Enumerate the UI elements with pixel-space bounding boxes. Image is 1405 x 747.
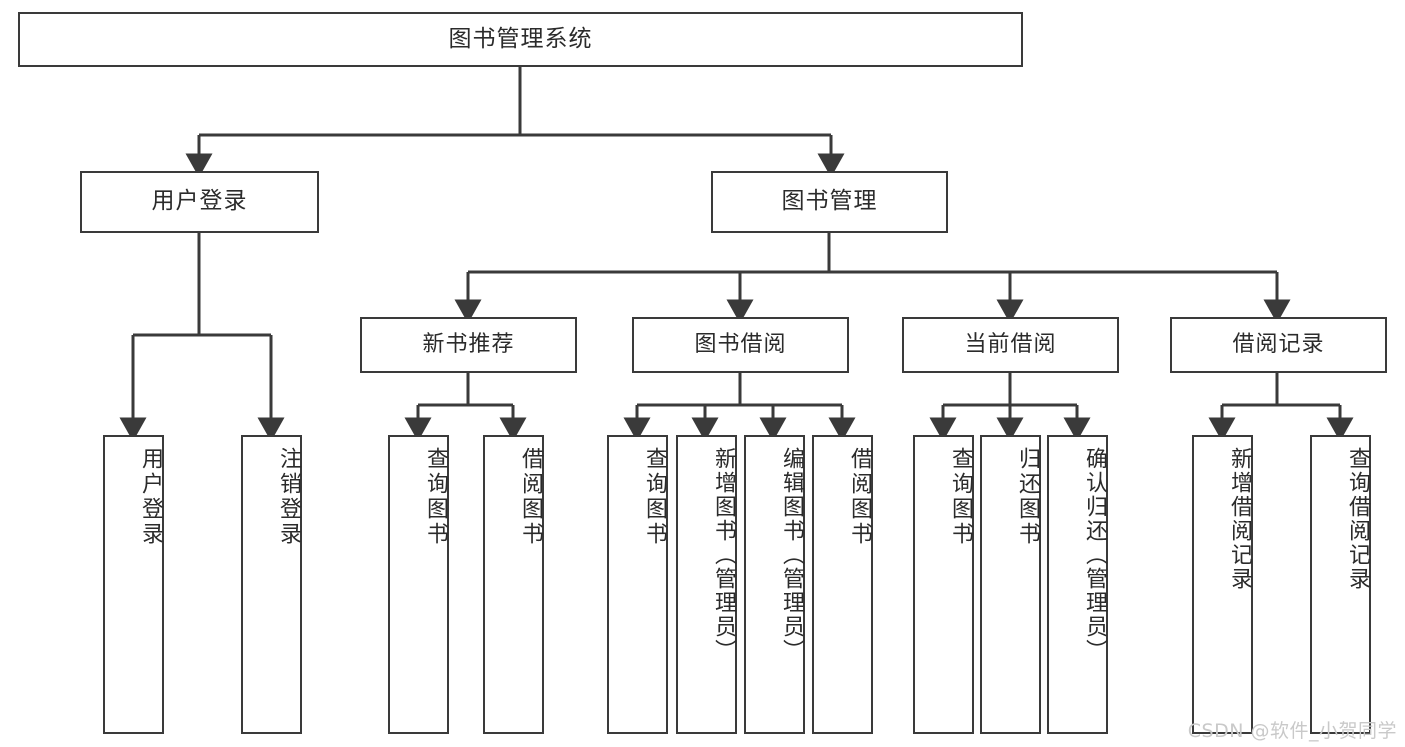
node-user-login-label: 用户登录 <box>151 188 248 215</box>
node-leaf-query-book-2[interactable]: 查询图书 <box>607 435 668 734</box>
node-borrow-record[interactable]: 借阅记录 <box>1170 317 1387 373</box>
node-leaf-return-book[interactable]: 归还图书 <box>980 435 1041 734</box>
node-leaf-add-book[interactable]: 新增图书（管理员） <box>676 435 737 734</box>
node-leaf-query-book-3-label: 查询图书 <box>948 447 973 547</box>
node-leaf-confirm-return-label: 确认归还（管理员） <box>1082 447 1107 663</box>
node-leaf-add-record-label: 新增借阅记录 <box>1227 447 1252 591</box>
node-current-borrow[interactable]: 当前借阅 <box>902 317 1119 373</box>
node-leaf-confirm-return[interactable]: 确认归还（管理员） <box>1047 435 1108 734</box>
node-book-manage[interactable]: 图书管理 <box>711 171 948 233</box>
node-leaf-return-book-label: 归还图书 <box>1015 447 1040 547</box>
node-borrow-record-label: 借阅记录 <box>1232 331 1325 357</box>
node-leaf-query-book-1[interactable]: 查询图书 <box>388 435 449 734</box>
node-leaf-edit-book-label: 编辑图书（管理员） <box>779 447 804 663</box>
node-leaf-query-book-2-label: 查询图书 <box>642 447 667 547</box>
node-new-book-recommend-label: 新书推荐 <box>422 331 515 357</box>
node-leaf-add-book-label: 新增图书（管理员） <box>711 447 736 663</box>
node-book-borrow[interactable]: 图书借阅 <box>632 317 849 373</box>
node-leaf-user-login[interactable]: 用户登录 <box>103 435 164 734</box>
node-root-label: 图书管理系统 <box>448 25 593 52</box>
node-leaf-borrow-book-1[interactable]: 借阅图书 <box>483 435 544 734</box>
node-leaf-query-record[interactable]: 查询借阅记录 <box>1310 435 1371 734</box>
node-leaf-borrow-book-1-label: 借阅图书 <box>518 447 543 547</box>
node-leaf-add-record[interactable]: 新增借阅记录 <box>1192 435 1253 734</box>
node-leaf-borrow-book-2-label: 借阅图书 <box>847 447 872 547</box>
node-user-login[interactable]: 用户登录 <box>80 171 319 233</box>
node-leaf-query-record-label: 查询借阅记录 <box>1345 447 1370 591</box>
node-new-book-recommend[interactable]: 新书推荐 <box>360 317 577 373</box>
node-leaf-edit-book[interactable]: 编辑图书（管理员） <box>744 435 805 734</box>
node-book-manage-label: 图书管理 <box>781 188 878 215</box>
node-root[interactable]: 图书管理系统 <box>18 12 1023 67</box>
node-leaf-query-book-3[interactable]: 查询图书 <box>913 435 974 734</box>
node-leaf-logout[interactable]: 注销登录 <box>241 435 302 734</box>
node-leaf-borrow-book-2[interactable]: 借阅图书 <box>812 435 873 734</box>
node-leaf-user-login-label: 用户登录 <box>138 447 163 547</box>
node-leaf-logout-label: 注销登录 <box>276 447 301 547</box>
node-leaf-query-book-1-label: 查询图书 <box>423 447 448 547</box>
node-book-borrow-label: 图书借阅 <box>694 331 787 357</box>
watermark-text: CSDN @软件_小贺同学 <box>1187 720 1397 742</box>
node-current-borrow-label: 当前借阅 <box>964 331 1057 357</box>
